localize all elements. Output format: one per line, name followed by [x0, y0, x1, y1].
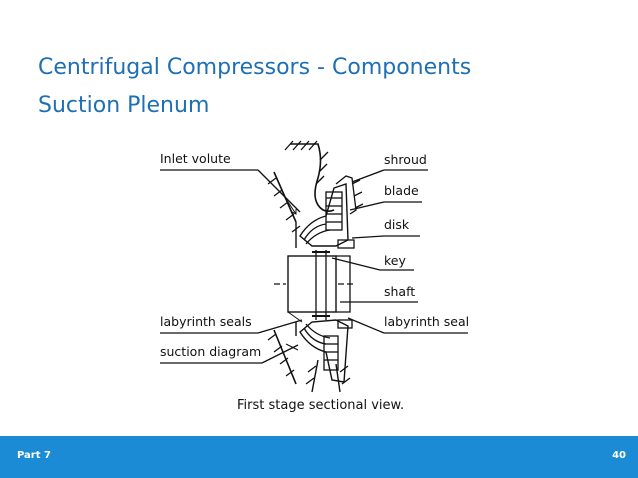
- label-shaft: shaft: [384, 284, 415, 299]
- lower-casing: [267, 322, 351, 393]
- label-suction-diagram: suction diagram: [160, 344, 261, 359]
- flow-arrows: [283, 195, 303, 351]
- slide-subtitle: Suction Plenum: [38, 93, 210, 118]
- shaft-section: [274, 250, 356, 320]
- footer-section-label: Part 7: [17, 450, 51, 461]
- label-disk: disk: [384, 217, 410, 232]
- impeller-upper: [299, 175, 364, 249]
- slide-title: Centrifugal Compressors - Components: [38, 55, 472, 80]
- label-inlet-volute: Inlet volute: [160, 151, 231, 166]
- footer-bar: Part 7 40: [0, 436, 638, 478]
- impeller-lower: [299, 319, 353, 383]
- page-number: 40: [612, 450, 626, 461]
- label-blade: blade: [384, 183, 419, 198]
- label-labyrinth-seal: labyrinth seal: [384, 314, 469, 329]
- label-shroud: shroud: [384, 152, 427, 167]
- label-labyrinth-seals: labyrinth seals: [160, 314, 252, 329]
- figure-caption: First stage sectional view.: [237, 398, 405, 413]
- label-key: key: [384, 253, 406, 268]
